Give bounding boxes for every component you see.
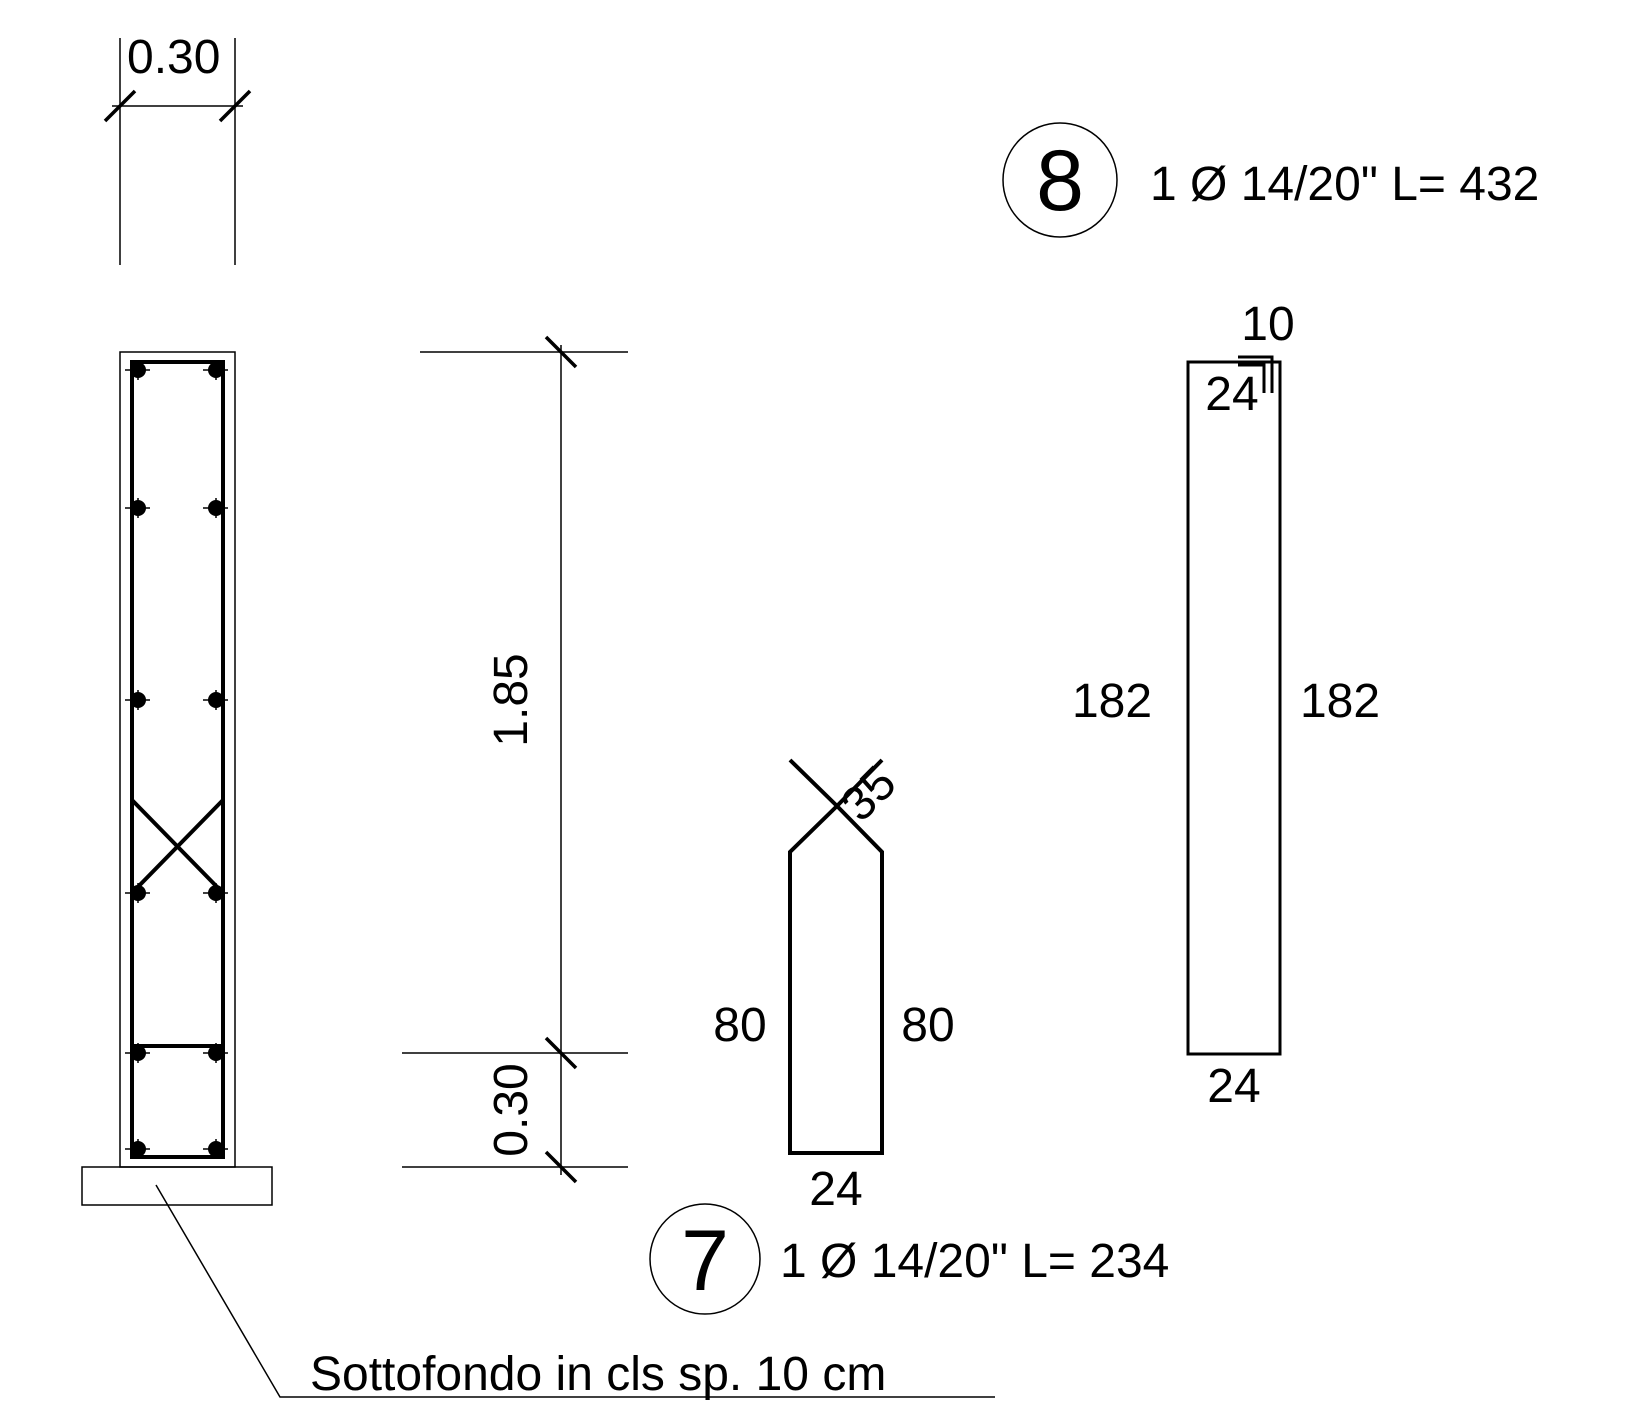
bar8-spec: 1 Ø 14/20" L= 432 [1150, 158, 1539, 211]
height-label-main: 1.85 [485, 653, 538, 746]
height-dimension: 1.85 0.30 [402, 335, 628, 1184]
height-label-base: 0.30 [485, 1063, 538, 1156]
rebar-pair-5 [125, 1043, 228, 1063]
foundation-slab [81, 1166, 273, 1206]
rebar-dots [125, 360, 228, 1159]
bar7-shape: 80 80 24 35 [713, 756, 954, 1216]
section-width-dimension: 0.30 [103, 31, 252, 265]
bar7-hook: 35 [831, 756, 906, 831]
bar7-right-leg: 80 [901, 999, 954, 1052]
section-width-label: 0.30 [127, 31, 220, 84]
wall-section [81, 351, 273, 1206]
bar7-spec: 1 Ø 14/20" L= 234 [780, 1235, 1169, 1288]
rebar-pair-4 [125, 883, 228, 903]
bar7-mark: 7 [681, 1213, 729, 1309]
bar7-left-leg: 80 [713, 999, 766, 1052]
bar8-right-leg: 182 [1300, 675, 1380, 728]
bar7-bottom: 24 [809, 1163, 862, 1216]
rebar-pair-3 [125, 690, 228, 710]
bar8-mark: 8 [1036, 133, 1084, 229]
bar8-shape: 10 24 182 182 24 [1072, 298, 1380, 1113]
bar8-mark-circle [1002, 122, 1118, 238]
rebar-pair-1 [125, 360, 228, 380]
stirrup-outline [130, 360, 225, 1159]
foundation-leader: Sottofondo in cls sp. 10 cm [155, 1184, 995, 1401]
bar8-bottom: 24 [1207, 1060, 1260, 1113]
rebar-pair-2 [125, 498, 228, 518]
rebar-pair-6 [125, 1139, 228, 1159]
bar7-mark-circle [649, 1203, 761, 1315]
bar8-hook: 10 [1241, 298, 1294, 351]
foundation-note: Sottofondo in cls sp. 10 cm [310, 1348, 886, 1401]
bar8-label: 8 1 Ø 14/20" L= 432 [1002, 122, 1539, 238]
bar8-top: 24 [1205, 368, 1258, 421]
bar7-label: 7 1 Ø 14/20" L= 234 [649, 1203, 1169, 1315]
bar8-left-leg: 182 [1072, 675, 1152, 728]
